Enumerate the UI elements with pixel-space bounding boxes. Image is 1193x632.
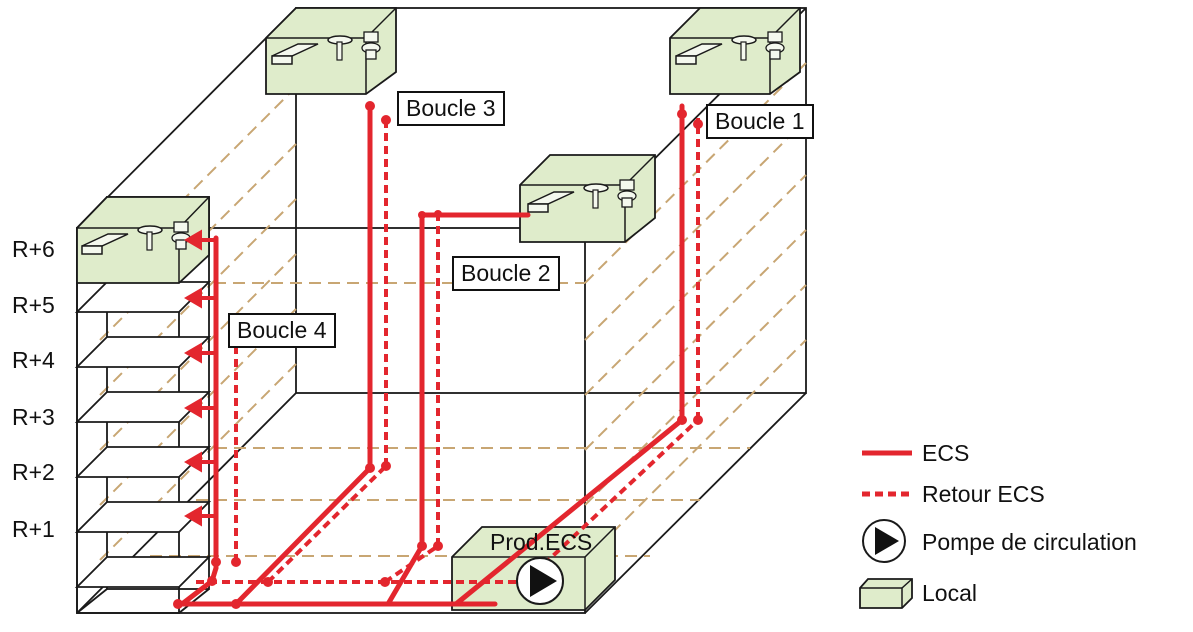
room-middle [519, 154, 656, 243]
return-pipes [196, 118, 700, 584]
floor-label-r1: R+1 [12, 516, 55, 542]
legend-pump-icon [862, 519, 906, 563]
boucle-3-label: Boucle 3 [397, 91, 505, 126]
boucle-2-label: Boucle 2 [452, 256, 560, 291]
legend-retour: Retour ECS [922, 481, 1045, 507]
room-tower-top [76, 196, 210, 284]
floor-label-r4: R+4 [12, 347, 55, 373]
boucle-1-label: Boucle 1 [706, 104, 814, 139]
floor-feed-arrows [184, 229, 216, 527]
legend-graphics [859, 450, 913, 609]
floor-stack [74, 196, 212, 614]
floor-label-r3: R+3 [12, 404, 55, 430]
floor-label-r6: R+6 [12, 236, 55, 262]
legend-local: Local [922, 580, 977, 606]
floor-guides [99, 62, 807, 561]
pump-icon [516, 557, 564, 605]
room-top-left [265, 7, 397, 95]
boucle-4-label: Boucle 4 [228, 313, 336, 348]
legend-local-icon [859, 578, 913, 609]
pipe-junctions [173, 101, 703, 609]
floor-label-r2: R+2 [12, 459, 55, 485]
ecs-pipes [175, 103, 685, 607]
legend-pompe: Pompe de circulation [922, 529, 1137, 555]
floor-label-r5: R+5 [12, 292, 55, 318]
production-label: Prod.ECS [490, 529, 593, 555]
legend-ecs: ECS [922, 440, 970, 466]
room-top-right [669, 7, 801, 95]
